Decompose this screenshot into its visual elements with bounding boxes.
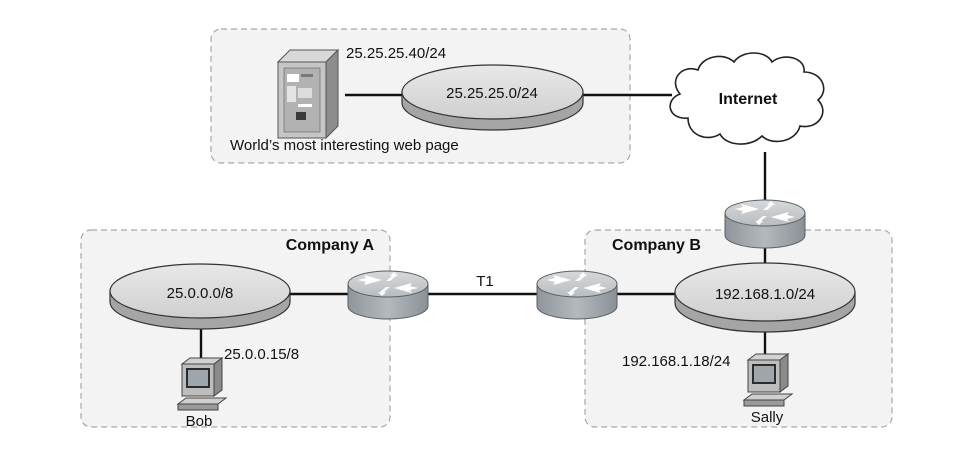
company-a-zone (80, 229, 391, 428)
web-server-caption: World’s most interesting web page (230, 137, 459, 154)
web-server-icon (276, 48, 340, 140)
company-a-label: Company A (286, 237, 375, 254)
company-b-segment-label: 192.168.1.0/24 (715, 286, 815, 303)
router-company-a-icon (347, 270, 429, 320)
bob-ip-label: 25.0.0.15/8 (224, 346, 299, 363)
internet-cloud-icon (669, 52, 825, 145)
web-segment-disk (401, 64, 584, 131)
internet-label: Internet (719, 91, 778, 108)
web-server-ip-label: 25.25.25.40/24 (346, 45, 446, 62)
web-segment-label: 25.25.25.0/24 (446, 85, 538, 102)
t1-link-label: T1 (476, 273, 494, 290)
company-b-segment-disk (674, 262, 856, 333)
sally-name-label: Sally (751, 409, 784, 426)
bob-computer-icon (176, 357, 228, 411)
router-internet-icon (724, 199, 806, 249)
sally-ip-label: 192.168.1.18/24 (622, 353, 730, 370)
company-a-segment-label: 25.0.0.0/8 (167, 285, 234, 302)
sally-computer-icon (742, 353, 794, 407)
router-company-b-icon (536, 270, 618, 320)
company-b-label: Company B (612, 237, 701, 254)
company-a-segment-disk (109, 263, 291, 330)
bob-name-label: Bob (186, 413, 213, 430)
